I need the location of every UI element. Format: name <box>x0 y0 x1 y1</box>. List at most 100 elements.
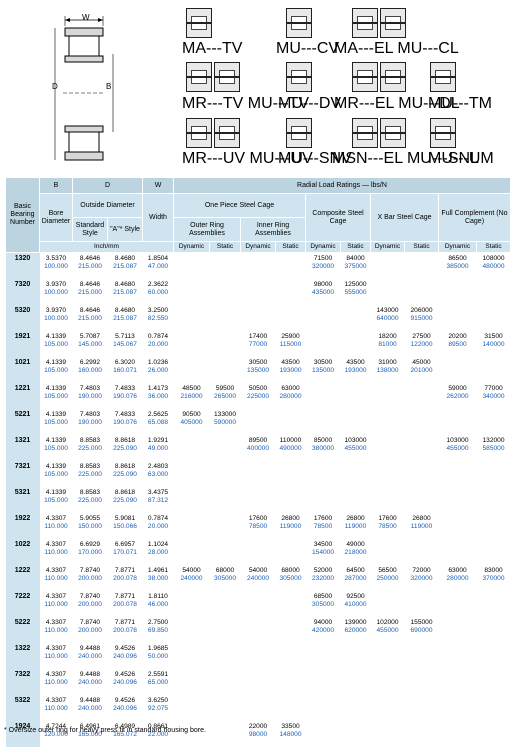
table-cell <box>439 617 477 643</box>
bearing-config <box>430 62 456 92</box>
table-cell <box>306 331 341 357</box>
metric-value: 480000 <box>482 263 505 270</box>
metric-value: 225.000 <box>78 497 102 504</box>
inch-lbs-value: 7.4803 <box>79 385 101 392</box>
table-cell <box>405 591 439 617</box>
inch-lbs-value: 8.4646 <box>79 281 101 288</box>
bearing-config <box>186 62 240 92</box>
table-cell <box>241 305 276 331</box>
inch-lbs-value: 3.9370 <box>45 281 67 288</box>
bearing-config <box>286 62 312 92</box>
table-cell <box>405 279 439 305</box>
table-cell <box>276 617 306 643</box>
table-cell <box>371 591 405 617</box>
table-cell <box>371 721 405 747</box>
metric-value: 154000 <box>311 549 334 556</box>
metric-value: 110.000 <box>44 523 68 530</box>
metric-value: 105.000 <box>44 445 68 452</box>
bearing-section-icon <box>186 118 212 148</box>
bearing-section-icon <box>352 8 378 38</box>
table-cell <box>306 487 341 513</box>
inch-lbs-value: 0.7874 <box>147 333 169 340</box>
table-cell <box>306 643 341 669</box>
metric-value: 200.078 <box>113 575 137 582</box>
table-cell <box>276 461 306 487</box>
metric-value: 105.000 <box>44 497 68 504</box>
dimension-b-label: B <box>106 82 112 91</box>
metric-value: 380000 <box>311 445 334 452</box>
bearing-number: 7321 <box>5 461 40 487</box>
inch-lbs-value: 155000 <box>410 619 433 626</box>
inch-lbs-value: 7.8740 <box>79 593 101 600</box>
table-cell <box>210 435 241 461</box>
header-static: Static <box>476 241 511 253</box>
inch-lbs-value: 8.8583 <box>79 463 101 470</box>
inch-lbs-value: 18200 <box>378 333 397 340</box>
metric-value: 22.000 <box>147 731 169 738</box>
inch-lbs-value: 34500 <box>313 541 333 548</box>
table-cell <box>371 383 405 409</box>
metric-value: 385000 <box>446 263 469 270</box>
table-cell <box>439 669 477 695</box>
metric-value: 215.000 <box>78 289 102 296</box>
bearing-section-icon <box>380 8 406 38</box>
table-cell <box>276 279 306 305</box>
table-cell <box>210 695 241 721</box>
inch-lbs-value: 26800 <box>281 515 300 522</box>
inch-lbs-value: 27500 <box>412 333 431 340</box>
metric-value: 262000 <box>446 393 469 400</box>
bearing-config <box>286 118 312 148</box>
bearing-config <box>352 62 406 92</box>
inch-lbs-value: 125000 <box>344 281 367 288</box>
table-cell <box>210 721 241 747</box>
table-cell <box>341 331 371 357</box>
inch-lbs-value: 7.4803 <box>79 411 101 418</box>
metric-value: 200.000 <box>78 601 102 608</box>
inch-lbs-value: 1.8504 <box>147 255 169 262</box>
metric-value: 145.000 <box>78 341 102 348</box>
bearing-config <box>352 8 406 38</box>
table-cell <box>341 721 371 747</box>
bearing-config-label: MR---EL MU---DL <box>334 95 460 112</box>
table-cell <box>477 617 511 643</box>
table-cell <box>306 305 341 331</box>
metric-value: 305000 <box>311 601 334 608</box>
metric-value: 215.087 <box>113 315 137 322</box>
table-cell <box>276 305 306 331</box>
inch-lbs-value: 1.1024 <box>147 541 169 548</box>
header-b: B <box>39 177 73 194</box>
table-cell <box>174 357 210 383</box>
inch-lbs-value: 26800 <box>412 515 431 522</box>
metric-value: 490000 <box>279 445 302 452</box>
header-dynamic: Dynamic <box>305 241 341 253</box>
inch-lbs-value: 26800 <box>346 515 365 522</box>
metric-value: 280000 <box>446 575 469 582</box>
table-cell <box>306 383 341 409</box>
metric-value: 305000 <box>279 575 302 582</box>
bearing-number: 5322 <box>5 695 40 721</box>
metric-value: 240.000 <box>78 705 102 712</box>
inch-lbs-value: 4.3307 <box>45 515 67 522</box>
table-cell <box>210 669 241 695</box>
table-cell <box>241 253 276 280</box>
